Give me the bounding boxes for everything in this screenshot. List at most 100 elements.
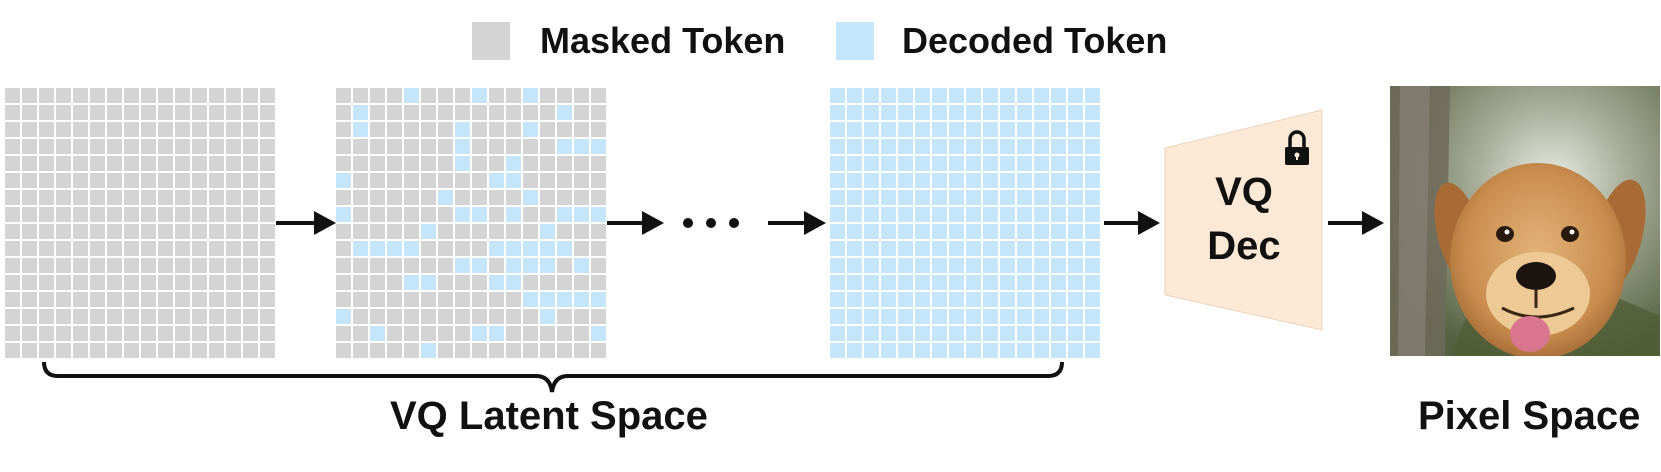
token-cell xyxy=(175,343,190,358)
token-cell xyxy=(830,343,845,358)
token-cell xyxy=(1017,343,1032,358)
token-cell xyxy=(1017,309,1032,324)
token-cell xyxy=(847,139,862,154)
token-cell xyxy=(966,343,981,358)
token-cell xyxy=(540,326,555,341)
token-cell xyxy=(370,275,385,290)
token-cell xyxy=(124,258,139,273)
token-cell xyxy=(1017,156,1032,171)
token-cell xyxy=(39,309,54,324)
token-cell xyxy=(966,224,981,239)
token-cell xyxy=(56,156,71,171)
token-cell xyxy=(1017,275,1032,290)
token-cell xyxy=(472,275,487,290)
token-cell xyxy=(209,224,224,239)
vq-decoder-shape xyxy=(1164,109,1323,331)
masked-token-swatch xyxy=(472,22,510,60)
token-cell xyxy=(574,139,589,154)
token-cell xyxy=(557,326,572,341)
token-cell xyxy=(73,173,88,188)
token-cell xyxy=(192,258,207,273)
token-cell xyxy=(983,326,998,341)
token-cell xyxy=(881,326,896,341)
token-cell xyxy=(864,139,879,154)
token-cell xyxy=(574,309,589,324)
token-cell xyxy=(438,207,453,222)
token-cell xyxy=(5,105,20,120)
token-cell xyxy=(557,105,572,120)
token-cell xyxy=(107,343,122,358)
token-cell xyxy=(455,241,470,256)
token-cell xyxy=(387,173,402,188)
token-cell xyxy=(591,309,606,324)
token-cell xyxy=(1000,105,1015,120)
token-cell xyxy=(966,326,981,341)
token-cell xyxy=(175,139,190,154)
token-cell xyxy=(591,139,606,154)
token-cell xyxy=(243,343,258,358)
token-cell xyxy=(260,275,275,290)
token-cell xyxy=(421,105,436,120)
token-cell xyxy=(124,122,139,137)
token-cell xyxy=(124,173,139,188)
token-cell xyxy=(438,258,453,273)
token-cell xyxy=(540,190,555,205)
token-cell xyxy=(56,88,71,103)
token-cell xyxy=(1085,292,1100,307)
token-cell xyxy=(489,224,504,239)
token-cell xyxy=(472,139,487,154)
token-cell xyxy=(506,122,521,137)
token-cell xyxy=(1034,88,1049,103)
arrow-decoder-to-image xyxy=(1328,211,1384,235)
token-cell xyxy=(438,292,453,307)
token-cell xyxy=(591,224,606,239)
token-cell xyxy=(22,139,37,154)
token-cell xyxy=(1034,326,1049,341)
token-cell xyxy=(949,292,964,307)
token-cell xyxy=(90,105,105,120)
token-cell xyxy=(489,105,504,120)
token-cell xyxy=(260,156,275,171)
token-cell xyxy=(574,156,589,171)
token-cell xyxy=(175,258,190,273)
token-cell xyxy=(370,258,385,273)
token-cell xyxy=(404,173,419,188)
token-cell xyxy=(209,326,224,341)
token-cell xyxy=(175,309,190,324)
token-cell xyxy=(56,292,71,307)
token-cell xyxy=(141,156,156,171)
token-cell xyxy=(421,326,436,341)
token-cell xyxy=(915,105,930,120)
token-cell xyxy=(90,241,105,256)
token-cell xyxy=(966,292,981,307)
token-cell xyxy=(387,122,402,137)
token-cell xyxy=(915,292,930,307)
token-cell xyxy=(421,122,436,137)
token-cell xyxy=(1051,88,1066,103)
token-cell xyxy=(932,326,947,341)
decoded-token-swatch xyxy=(836,22,874,60)
token-cell xyxy=(540,173,555,188)
token-cell xyxy=(421,139,436,154)
token-cell xyxy=(387,241,402,256)
token-cell xyxy=(404,343,419,358)
token-cell xyxy=(1085,241,1100,256)
token-cell xyxy=(226,241,241,256)
token-cell xyxy=(175,326,190,341)
token-cell xyxy=(353,207,368,222)
token-cell xyxy=(22,275,37,290)
token-cell xyxy=(421,309,436,324)
token-cell xyxy=(915,207,930,222)
token-cell xyxy=(591,343,606,358)
token-cell xyxy=(506,309,521,324)
token-cell xyxy=(574,292,589,307)
token-cell xyxy=(898,88,913,103)
token-cell xyxy=(506,326,521,341)
token-cell xyxy=(158,224,173,239)
token-cell xyxy=(1068,241,1083,256)
token-cell xyxy=(370,88,385,103)
token-cell xyxy=(107,326,122,341)
token-cell xyxy=(22,173,37,188)
token-cell xyxy=(949,326,964,341)
token-cell xyxy=(489,241,504,256)
